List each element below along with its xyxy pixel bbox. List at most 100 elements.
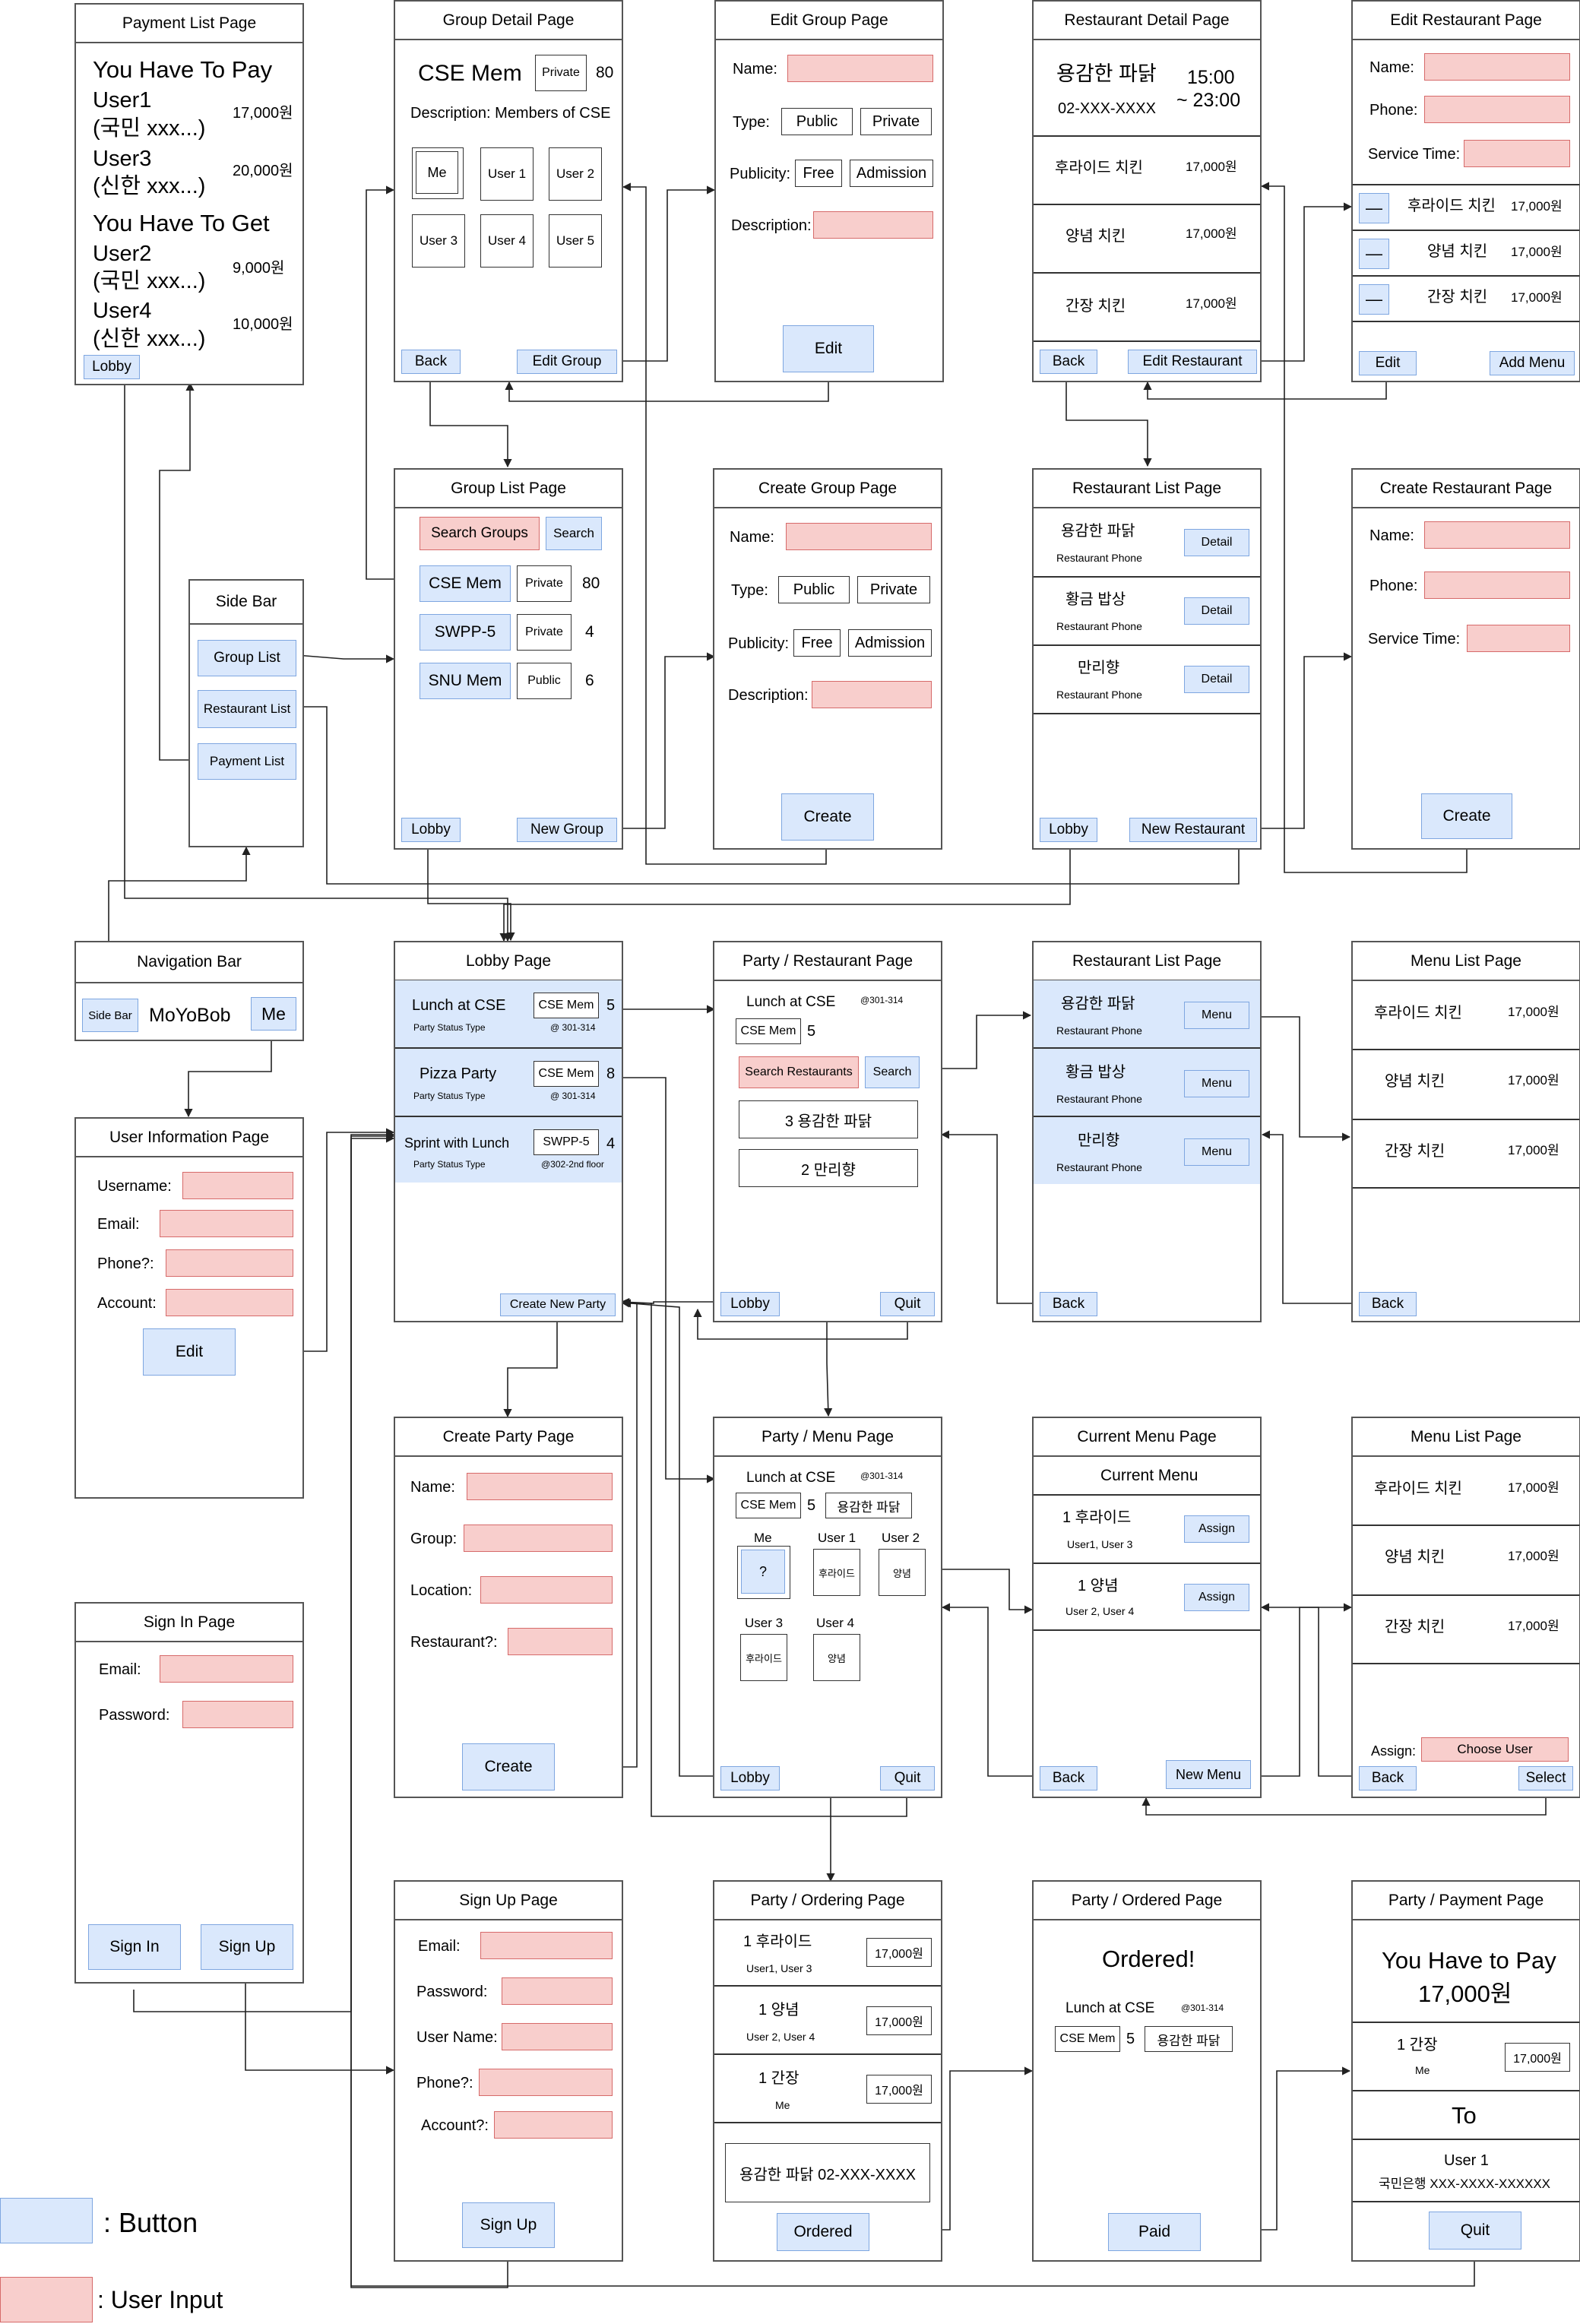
search-button[interactable]: Search: [865, 1056, 920, 1088]
sign-in-button[interactable]: Sign In: [88, 1924, 181, 1970]
lobby-button[interactable]: Lobby: [720, 1766, 780, 1790]
description-input[interactable]: [812, 681, 932, 708]
remove-menu-button[interactable]: —: [1359, 239, 1389, 269]
back-button[interactable]: Back: [1040, 1292, 1097, 1316]
lobby-button[interactable]: Lobby: [84, 355, 140, 379]
me-button[interactable]: Me: [251, 997, 296, 1031]
assign-button[interactable]: Assign: [1184, 1515, 1249, 1543]
publicity-admission-option[interactable]: Admission: [848, 629, 932, 657]
new-menu-button[interactable]: New Menu: [1166, 1760, 1251, 1789]
detail-button[interactable]: Detail: [1184, 529, 1249, 556]
quit-button[interactable]: Quit: [880, 1292, 935, 1316]
back-button[interactable]: Back: [401, 350, 461, 374]
group-item[interactable]: CSE Mem: [420, 565, 511, 602]
name-input[interactable]: [1424, 521, 1570, 549]
publicity-free-option[interactable]: Free: [795, 160, 842, 187]
name-input[interactable]: [1424, 53, 1570, 81]
detail-button[interactable]: Detail: [1184, 597, 1249, 625]
member-me[interactable]: Me: [412, 147, 464, 199]
description-input[interactable]: [813, 211, 933, 239]
search-restaurants-input[interactable]: Search Restaurants: [739, 1056, 859, 1088]
create-button[interactable]: Create: [462, 1743, 555, 1790]
location-input[interactable]: [480, 1576, 613, 1604]
edit-restaurant-button[interactable]: Edit Restaurant: [1128, 350, 1257, 374]
lobby-button[interactable]: Lobby: [720, 1292, 780, 1316]
sidebar-toggle-button[interactable]: Side Bar: [82, 999, 138, 1032]
assign-button[interactable]: Assign: [1184, 1584, 1249, 1611]
sidebar-item-group-list[interactable]: Group List: [198, 640, 296, 676]
sidebar-item-restaurant-list[interactable]: Restaurant List: [198, 690, 296, 728]
edit-button[interactable]: Edit: [143, 1328, 236, 1376]
choose-user-select[interactable]: Choose User: [1421, 1737, 1569, 1762]
search-groups-input[interactable]: Search Groups: [420, 517, 540, 550]
edit-group-button[interactable]: Edit Group: [517, 350, 617, 374]
back-button[interactable]: Back: [1040, 1766, 1097, 1790]
search-button[interactable]: Search: [546, 517, 602, 550]
service-time-input[interactable]: [1464, 140, 1570, 167]
create-new-party-button[interactable]: Create New Party: [500, 1293, 616, 1316]
back-button[interactable]: Back: [1359, 1766, 1417, 1790]
add-menu-button[interactable]: Add Menu: [1490, 351, 1575, 375]
email-input[interactable]: [480, 1932, 613, 1959]
username-input[interactable]: [502, 2023, 613, 2050]
password-input[interactable]: [502, 1977, 613, 2005]
lobby-button[interactable]: Lobby: [401, 818, 461, 842]
remove-menu-button[interactable]: —: [1359, 284, 1389, 315]
create-button[interactable]: Create: [1421, 793, 1512, 839]
menu-button[interactable]: Menu: [1184, 1070, 1249, 1097]
member-tile[interactable]: User 4: [480, 214, 534, 268]
back-button[interactable]: Back: [1040, 350, 1097, 374]
lobby-button[interactable]: Lobby: [1040, 818, 1097, 842]
edit-button[interactable]: Edit: [783, 325, 874, 372]
restaurant-vote[interactable]: 3 용감한 파닭: [739, 1100, 918, 1138]
paid-button[interactable]: Paid: [1108, 2213, 1201, 2251]
member-tile[interactable]: User 2: [549, 147, 602, 201]
new-group-button[interactable]: New Group: [517, 818, 617, 842]
account-input[interactable]: [166, 1289, 293, 1316]
group-input[interactable]: [464, 1525, 613, 1552]
menu-button[interactable]: Menu: [1184, 1138, 1249, 1166]
ordered-button[interactable]: Ordered: [777, 2213, 869, 2251]
email-input[interactable]: [160, 1210, 293, 1237]
page-title: Party / Restaurant Page: [714, 942, 941, 981]
publicity-admission-option[interactable]: Admission: [850, 160, 933, 187]
service-time-input[interactable]: [1467, 625, 1570, 652]
remove-menu-button[interactable]: —: [1359, 193, 1389, 223]
type-public-option[interactable]: Public: [778, 576, 850, 603]
sign-up-button[interactable]: Sign Up: [201, 1924, 293, 1970]
name-input[interactable]: [467, 1473, 613, 1500]
sidebar-item-payment-list[interactable]: Payment List: [198, 743, 296, 780]
phone-input[interactable]: [479, 2069, 613, 2096]
type-private-option[interactable]: Private: [857, 576, 930, 603]
member-tile[interactable]: User 3: [412, 214, 465, 268]
group-item[interactable]: SWPP-5: [420, 614, 511, 651]
account-input[interactable]: [494, 2111, 613, 2139]
phone-input[interactable]: [1424, 96, 1570, 123]
member-choice-me[interactable]: ?: [737, 1546, 790, 1599]
menu-button[interactable]: Menu: [1184, 1002, 1249, 1029]
group-item[interactable]: SNU Mem: [420, 663, 511, 699]
back-button[interactable]: Back: [1359, 1292, 1417, 1316]
edit-button[interactable]: Edit: [1359, 351, 1417, 375]
detail-button[interactable]: Detail: [1184, 666, 1249, 693]
type-private-option[interactable]: Private: [860, 108, 932, 135]
quit-button[interactable]: Quit: [880, 1766, 935, 1790]
member-tile[interactable]: User 1: [480, 147, 534, 201]
phone-input[interactable]: [1424, 572, 1570, 599]
name-input[interactable]: [787, 55, 933, 82]
password-input[interactable]: [182, 1701, 293, 1728]
member-tile[interactable]: User 5: [549, 214, 602, 268]
restaurant-input[interactable]: [508, 1628, 613, 1655]
name-input[interactable]: [786, 523, 932, 550]
publicity-free-option[interactable]: Free: [793, 629, 841, 657]
email-input[interactable]: [160, 1655, 293, 1683]
create-button[interactable]: Create: [781, 793, 874, 841]
username-input[interactable]: [182, 1172, 293, 1199]
type-public-option[interactable]: Public: [781, 108, 853, 135]
select-button[interactable]: Select: [1518, 1766, 1573, 1790]
restaurant-vote[interactable]: 2 만리향: [739, 1149, 918, 1187]
sign-up-button[interactable]: Sign Up: [462, 2202, 555, 2248]
phone-input[interactable]: [166, 1249, 293, 1277]
new-restaurant-button[interactable]: New Restaurant: [1129, 818, 1257, 842]
quit-button[interactable]: Quit: [1429, 2212, 1521, 2250]
